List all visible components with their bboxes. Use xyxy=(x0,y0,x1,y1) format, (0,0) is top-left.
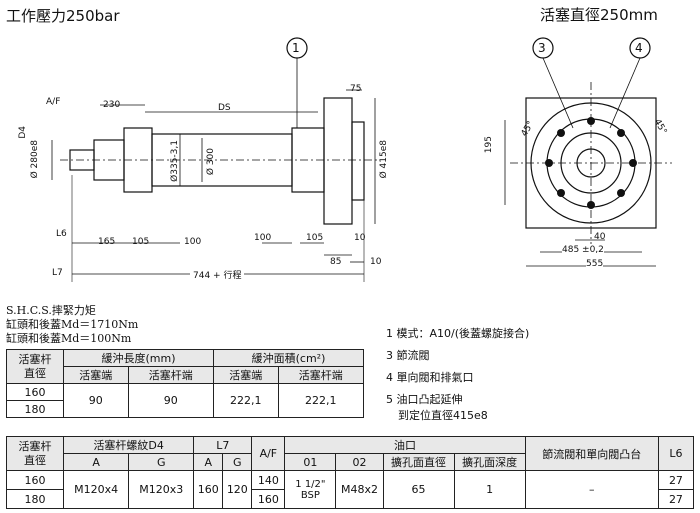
t2-header-valve: 節流閥和單向閥凸台 xyxy=(524,436,659,471)
dim-75: 75 xyxy=(350,84,362,94)
t2-header-l6: L6 xyxy=(657,436,695,471)
dim-d415: Ø 415e8 xyxy=(379,140,389,179)
dim-ds: DS xyxy=(218,103,231,113)
t2-header-rod: 活塞杆直徑 xyxy=(5,436,65,471)
t1-len-piston: 90 xyxy=(63,383,129,418)
t2-row-160: 160 xyxy=(5,470,65,490)
t2-thread-g: M120x3 xyxy=(128,470,195,509)
dim-85: 85 xyxy=(330,257,342,267)
thread-port-table: 活塞杆直徑 活塞杆螺紋D4 L7 A/F 油口 節流閥和單向閥凸台 L6 A G… xyxy=(5,436,695,509)
dim-195: 195 xyxy=(484,136,494,154)
t2-bore-dia: 65 xyxy=(382,470,455,509)
dim-555: 555 xyxy=(586,259,604,269)
t1-area-rod: 222,1 xyxy=(277,383,365,418)
t2-l6-1: 27 xyxy=(657,470,695,490)
dim-l6: L6 xyxy=(56,229,67,239)
t2-header-l7-g: G xyxy=(222,453,253,471)
dim-105a: 105 xyxy=(132,237,150,247)
t2-header-a: A xyxy=(63,453,130,471)
t2-l7-a: 160 xyxy=(193,470,224,509)
torque-note-1: S.H.C.S.摔緊力矩 xyxy=(6,304,96,317)
dim-100a: 100 xyxy=(184,237,202,247)
dim-d335: Ø335-3,1 xyxy=(170,140,180,182)
t2-header-l7-a: A xyxy=(193,453,224,471)
t2-header-01: 01 xyxy=(284,453,337,471)
t1-header-rod-end-2: 活塞杆端 xyxy=(277,366,365,384)
pilot xyxy=(351,121,365,201)
t2-header-port: 油口 xyxy=(284,436,526,454)
dim-40: 40 xyxy=(594,232,606,242)
legend-item-4: 4 單向閥和排氣口 xyxy=(386,371,474,384)
t2-header-af: A/F xyxy=(251,436,286,471)
mounting-flange xyxy=(323,97,353,225)
t2-valve: – xyxy=(524,470,659,509)
dim-stroke: 744 + 行程 xyxy=(190,268,245,281)
dim-af: A/F xyxy=(46,97,61,107)
torque-note-3: 缸頭和後蓋Md＝100Nm xyxy=(6,332,132,345)
t2-l7-g: 120 xyxy=(222,470,253,509)
t2-af-2: 160 xyxy=(251,489,286,509)
dim-l7: L7 xyxy=(52,268,63,278)
t2-af-1: 140 xyxy=(251,470,286,490)
t2-l6-2: 27 xyxy=(657,489,695,509)
t1-header-rod-end: 活塞杆端 xyxy=(127,366,214,384)
t2-bore-depth: 1 xyxy=(453,470,526,509)
t2-thread-a: M120x4 xyxy=(63,470,130,509)
dim-165: 165 xyxy=(98,237,116,247)
t2-header-02: 02 xyxy=(335,453,384,471)
t2-header-bore-dia: 擴孔面直徑 xyxy=(382,453,455,471)
legend-item-3: 3 節流閥 xyxy=(386,349,430,362)
dim-10a: 10 xyxy=(354,233,366,243)
t1-area-piston: 222,1 xyxy=(212,383,279,418)
callout-4: 4 xyxy=(635,41,643,55)
t2-header-l7: L7 xyxy=(193,436,253,454)
callout-1: 1 xyxy=(292,41,300,55)
t1-header-rod: 活塞杆直徑 xyxy=(6,349,64,384)
legend-item-5-cont: 到定位直徑415e8 xyxy=(398,409,488,422)
piston-diameter-title: 活塞直徑250mm xyxy=(540,6,658,24)
dim-10b: 10 xyxy=(370,257,382,267)
t1-row-180: 180 xyxy=(6,400,64,418)
parts-legend: 1 模式：A10/(後蓋螺旋接合) 3 節流閥 4 單向閥和排氣口 5 油口凸起… xyxy=(386,326,529,424)
cylinder-drawing xyxy=(51,37,672,282)
t2-header-thread: 活塞杆螺紋D4 xyxy=(63,436,195,454)
dim-d300: Ø 300 xyxy=(206,148,216,176)
t1-len-rod: 90 xyxy=(127,383,214,418)
t2-header-g: G xyxy=(128,453,195,471)
dim-485: 485 ±0,2 xyxy=(562,245,604,255)
dim-230: 230 xyxy=(103,100,121,110)
t2-port-01: 1 1/2" BSP xyxy=(284,470,337,509)
t1-header-piston-end: 活塞端 xyxy=(63,366,129,384)
t1-header-buffer-area: 緩沖面積(cm²) xyxy=(212,349,365,367)
buffer-table: 活塞杆直徑 緩沖長度(mm) 緩沖面積(cm²) 活塞端 活塞杆端 活塞端 活塞… xyxy=(6,349,365,418)
dim-100b: 100 xyxy=(254,233,272,243)
dim-d280: Ø 280e8 xyxy=(30,140,40,179)
legend-item-5: 5 油口凸起延伸 xyxy=(386,393,463,406)
t1-row-160: 160 xyxy=(6,383,64,401)
callout-3: 3 xyxy=(538,41,546,55)
t1-header-piston-end-2: 活塞端 xyxy=(212,366,279,384)
dim-105b: 105 xyxy=(306,233,324,243)
legend-item-1: 1 模式：A10/(後蓋螺旋接合) xyxy=(386,327,530,340)
t2-row-180: 180 xyxy=(5,489,65,509)
t1-header-buffer-length: 緩沖長度(mm) xyxy=(63,349,214,367)
torque-notes: S.H.C.S.摔緊力矩 缸頭和後蓋Md＝1710Nm 缸頭和後蓋Md＝100N… xyxy=(6,304,138,346)
pressure-title: 工作壓力250bar xyxy=(6,7,120,25)
torque-note-2: 缸頭和後蓋Md＝1710Nm xyxy=(6,318,139,331)
t2-port-02: M48x2 xyxy=(335,470,384,509)
t2-header-bore-depth: 擴孔面深度 xyxy=(453,453,526,471)
dim-d4: D4 xyxy=(18,126,28,139)
